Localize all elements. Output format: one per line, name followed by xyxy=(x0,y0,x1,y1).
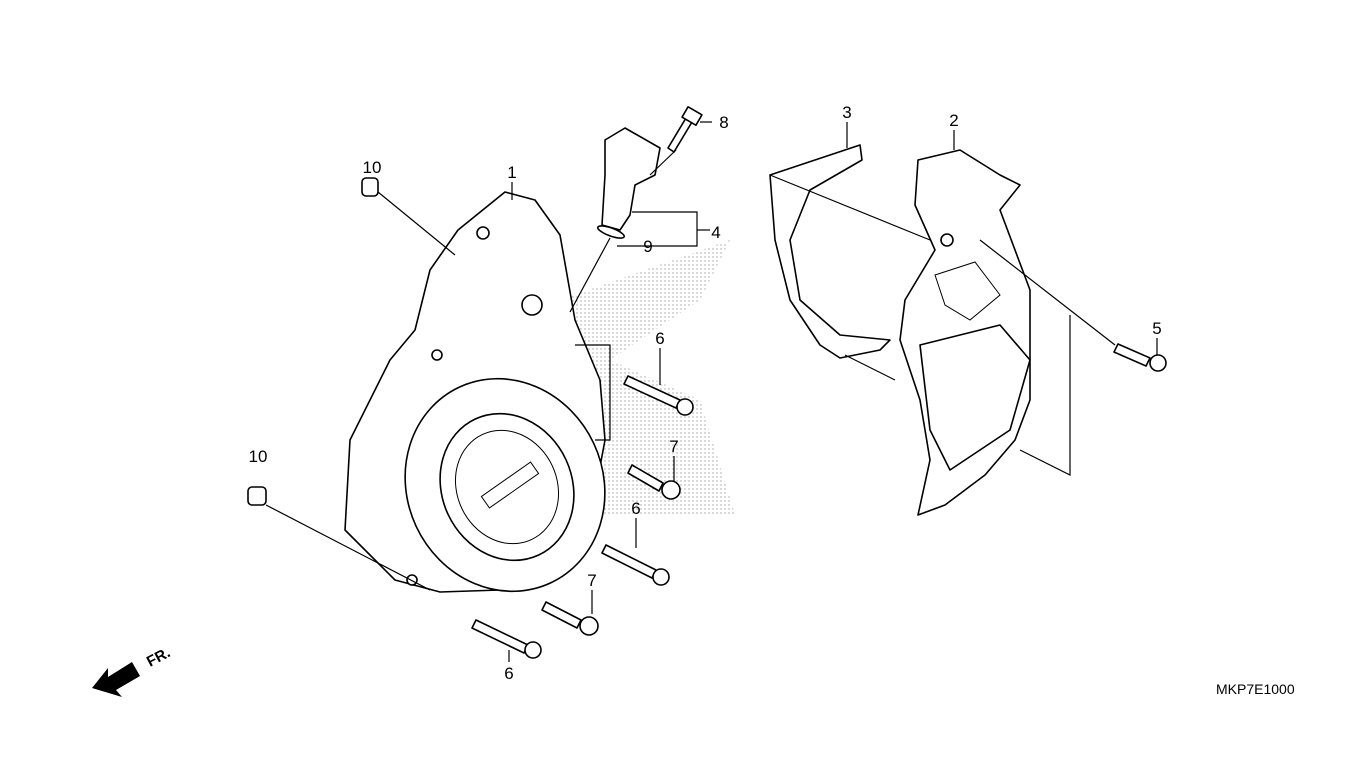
diagram-code: MKP7E1000 xyxy=(1216,681,1295,697)
sprocket-cover-gasket xyxy=(769,144,891,359)
callout-7: 7 xyxy=(587,571,596,590)
callout-8: 8 xyxy=(719,113,728,132)
front-label: FR. xyxy=(144,644,173,670)
speed-sensor xyxy=(596,127,661,239)
leader-lines xyxy=(265,121,1158,662)
callout-10: 10 xyxy=(363,158,382,177)
callout-10: 10 xyxy=(249,447,268,466)
callout-5: 5 xyxy=(1152,319,1161,338)
callout-3: 3 xyxy=(842,103,851,122)
front-direction-arrow: FR. xyxy=(92,644,173,697)
callout-4: 4 xyxy=(711,223,720,242)
sprocket-cover xyxy=(899,149,1031,516)
bolt-8 xyxy=(667,106,703,153)
dowel-pin xyxy=(361,177,379,197)
callout-7: 7 xyxy=(669,437,678,456)
callout-6: 6 xyxy=(631,499,640,518)
bolts xyxy=(471,343,1167,659)
callout-6: 6 xyxy=(655,329,664,348)
callout-2: 2 xyxy=(949,111,958,130)
dowel-pin xyxy=(247,486,267,506)
generator-cover xyxy=(344,191,606,593)
callout-9: 9 xyxy=(643,237,652,256)
callout-1: 1 xyxy=(507,163,516,182)
callout-6: 6 xyxy=(504,664,513,683)
